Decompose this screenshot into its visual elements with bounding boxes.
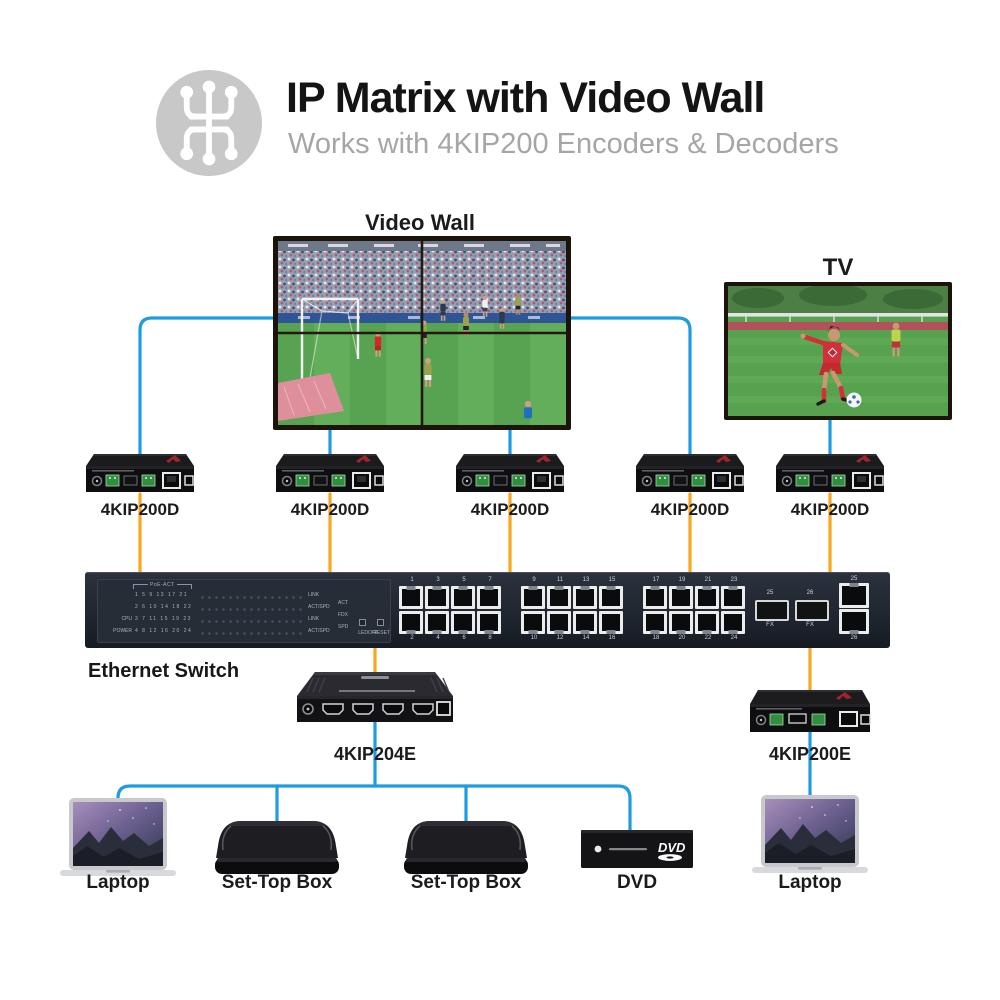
decoder-4: [630, 446, 750, 505]
decoder-1: [80, 446, 200, 505]
rj45-port-18: [643, 611, 667, 634]
combo-port-26: [839, 609, 869, 634]
rj45-port-15: [599, 586, 623, 609]
page-title: IP Matrix with Video Wall: [286, 74, 765, 122]
tv-label: TV: [822, 254, 854, 281]
source-laptop-2: [750, 793, 870, 882]
rj45-port-23: [721, 586, 745, 609]
ethernet-switch-label: Ethernet Switch: [88, 660, 240, 682]
rj45-port-17: [643, 586, 667, 609]
rj45-port-12: [547, 611, 571, 634]
rj45-port-1: [399, 586, 423, 609]
decoder-5-label: 4KIP200D: [790, 500, 870, 519]
combo-port-25: [839, 583, 869, 608]
rj45-port-9: [521, 586, 545, 609]
rj45-port-4: [425, 611, 449, 634]
settop-box-2-label: Set-Top Box: [410, 872, 522, 893]
rj45-port-14: [573, 611, 597, 634]
rj45-port-19: [669, 586, 693, 609]
wire-source-bus: [116, 784, 632, 832]
decoder-5: [770, 446, 890, 505]
wire-decoder4-to-videowall: [564, 316, 692, 464]
ledoff-button: [359, 619, 366, 626]
video-wall-display: [273, 236, 571, 430]
matrix-hub-icon: [156, 70, 262, 176]
laptop-2-label: Laptop: [778, 872, 842, 893]
decoder-2-label: 4KIP200D: [290, 500, 370, 519]
switch-led-panel: PoE-ACT 1 5 9 13 17 21 LINK 2 6 10 14 18…: [97, 579, 391, 643]
reset-label: RESET: [373, 630, 390, 636]
laptop-1-label: Laptop: [86, 872, 150, 893]
rj45-port-20: [669, 611, 693, 634]
decoder-2: [270, 446, 390, 505]
poe-act-label: PoE-ACT: [133, 582, 192, 589]
decoder-3: [450, 446, 570, 505]
rj45-port-2: [399, 611, 423, 634]
power-label: POWER: [113, 628, 132, 634]
rj45-port-16: [599, 611, 623, 634]
sfp-port-25: [755, 600, 789, 621]
encoder-4kip204e: [287, 668, 463, 737]
encoder-4kip200e: [742, 684, 878, 745]
sfp-port-26: [795, 600, 829, 621]
wire-decoder1-to-videowall: [138, 316, 276, 464]
rj45-port-11: [547, 586, 571, 609]
rj45-port-24: [721, 611, 745, 634]
ethernet-switch: PoE-ACT 1 5 9 13 17 21 LINK 2 6 10 14 18…: [85, 572, 890, 648]
tv-content: [728, 286, 948, 416]
video-wall-content: [278, 241, 566, 425]
dvd-label: DVD: [616, 872, 658, 893]
encoder-4kip200e-label: 4KIP200E: [768, 744, 852, 764]
decoder-4-label: 4KIP200D: [650, 500, 730, 519]
rj45-port-8: [477, 611, 501, 634]
rj45-port-6: [451, 611, 475, 634]
decoder-1-label: 4KIP200D: [100, 500, 180, 519]
combo-uplink-ports: 25 26: [837, 576, 871, 641]
rj45-port-5: [451, 586, 475, 609]
rj45-port-10: [521, 611, 545, 634]
rj45-port-7: [477, 586, 501, 609]
tv-display: [724, 282, 952, 420]
rj45-port-22: [695, 611, 719, 634]
decoder-3-label: 4KIP200D: [470, 500, 550, 519]
settop-box-1-label: Set-Top Box: [221, 872, 333, 893]
rj45-port-21: [695, 586, 719, 609]
ledoff-label: LEDOFF: [358, 630, 378, 636]
encoder-4kip204e-label: 4KIP204E: [333, 744, 417, 764]
video-wall-label: Video Wall: [364, 210, 476, 235]
cpu-label: CPU: [121, 616, 132, 622]
rj45-port-13: [573, 586, 597, 609]
source-dvd-player: [581, 824, 693, 875]
reset-button: [377, 619, 384, 626]
rj45-port-3: [425, 586, 449, 609]
page-subtitle: Works with 4KIP200 Encoders & Decoders: [288, 128, 839, 160]
